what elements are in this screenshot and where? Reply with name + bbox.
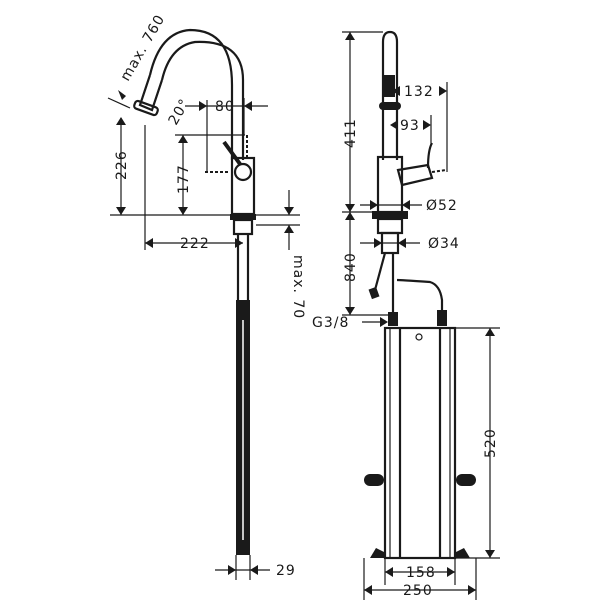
label-angle-20: 20° xyxy=(166,96,194,128)
arrow xyxy=(439,86,447,96)
label-222: 222 xyxy=(180,236,210,252)
arrow xyxy=(402,200,410,210)
arrow xyxy=(345,307,355,315)
label-520: 520 xyxy=(483,428,499,458)
box-clamp-right xyxy=(456,474,476,486)
spray-button xyxy=(384,75,395,97)
arrow xyxy=(178,135,188,143)
arrow xyxy=(235,238,243,248)
front-spout xyxy=(381,30,399,160)
base-plate xyxy=(230,214,256,220)
front-lever xyxy=(426,142,433,169)
front-mount xyxy=(376,217,404,235)
box-foot-left xyxy=(370,548,384,558)
label-80: 80 xyxy=(215,99,235,115)
mounting-box xyxy=(383,326,457,560)
spray-head xyxy=(138,74,164,112)
arrow xyxy=(345,204,355,212)
arrow xyxy=(345,32,355,40)
front-base xyxy=(372,211,408,219)
arrow xyxy=(370,200,378,210)
arrow xyxy=(468,585,476,595)
label-177: 177 xyxy=(176,164,192,194)
arrow xyxy=(284,225,294,233)
box-clamp-left xyxy=(364,474,384,486)
side-view: max. 760 20° 80 226 177 222 max. 70 29 xyxy=(107,12,306,580)
dim-760-leader xyxy=(107,97,131,109)
arrow xyxy=(485,550,495,558)
arrow xyxy=(398,238,406,248)
label-226: 226 xyxy=(114,150,130,180)
handle-lever xyxy=(222,140,242,166)
spout-collar xyxy=(379,102,401,110)
arrow xyxy=(390,120,398,130)
arrow xyxy=(345,212,355,220)
connector xyxy=(388,312,398,326)
arrow xyxy=(447,567,455,577)
label-411: 411 xyxy=(343,118,359,148)
label-93: 93 xyxy=(400,118,420,134)
front-hoses xyxy=(373,252,395,320)
faucet-body xyxy=(230,156,256,216)
arrow xyxy=(374,238,382,248)
connector xyxy=(437,310,447,326)
front-view: 411 132 93 Ø52 Ø34 840 G3/8 520 158 250 xyxy=(312,30,500,600)
label-250: 250 xyxy=(403,583,433,599)
label-d52: Ø52 xyxy=(426,198,458,214)
arrow xyxy=(145,238,153,248)
arrow xyxy=(364,585,372,595)
label-d34: Ø34 xyxy=(428,236,460,252)
box-foot-right xyxy=(456,548,470,558)
arrow xyxy=(178,207,188,215)
arrow xyxy=(116,117,126,125)
arrow xyxy=(385,567,393,577)
label-158: 158 xyxy=(406,565,436,581)
front-handle xyxy=(396,163,434,187)
box-hole xyxy=(415,333,423,341)
label-29: 29 xyxy=(276,563,296,579)
arrow xyxy=(228,565,236,575)
label-840: 840 xyxy=(343,252,359,282)
mount xyxy=(232,218,254,236)
front-handle-dashed xyxy=(431,169,447,173)
label-max-70: max. 70 xyxy=(290,255,306,319)
arrow xyxy=(284,207,294,215)
arrow xyxy=(380,317,388,327)
label-g38: G3/8 xyxy=(312,315,349,331)
arrow xyxy=(250,565,258,575)
handle-hub xyxy=(233,162,253,182)
arrow xyxy=(244,101,252,111)
spout-inner xyxy=(160,40,245,160)
spout-outer xyxy=(148,28,234,160)
arrow xyxy=(423,120,431,130)
arrow xyxy=(392,86,400,96)
front-body xyxy=(376,155,404,214)
arrow xyxy=(485,328,495,336)
hose-end xyxy=(368,286,380,300)
front-hose-bend xyxy=(396,278,444,320)
arrow xyxy=(116,207,126,215)
arrow xyxy=(199,101,207,111)
spray-head-face xyxy=(133,99,159,117)
label-132: 132 xyxy=(404,84,434,100)
arrow xyxy=(118,90,126,100)
